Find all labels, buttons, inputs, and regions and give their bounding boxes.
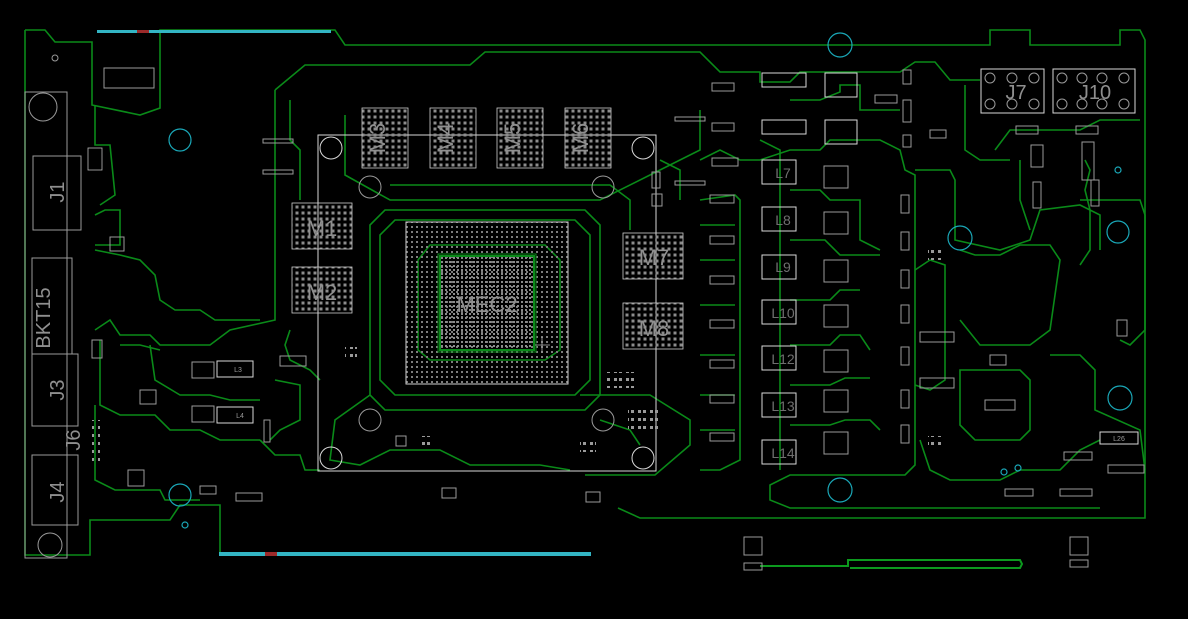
- io-bracket-strip: [24, 54, 68, 559]
- inductor-label: L10: [771, 305, 795, 321]
- bottom-small-parts: [743, 536, 1089, 571]
- inductor-label: L14: [771, 445, 795, 461]
- left-side-components: [91, 67, 601, 503]
- memory-chip-m4[interactable]: M4: [429, 107, 477, 169]
- inductor-l26[interactable]: L26: [1099, 431, 1139, 445]
- vrm-top-inductors: [761, 72, 858, 145]
- memory-chip-m8[interactable]: M8: [622, 302, 684, 350]
- connector-label: J10: [1079, 82, 1111, 104]
- inductor-label: L8: [775, 212, 791, 228]
- connector-j4[interactable]: J4: [31, 454, 79, 526]
- memory-chip-label: M6: [568, 123, 593, 154]
- connector-label: BKT15: [33, 287, 55, 348]
- memory-chip-m7[interactable]: M7: [622, 232, 684, 280]
- right-side-components: [262, 69, 1145, 497]
- inductor-label: L7: [775, 165, 791, 181]
- memory-chip-m1[interactable]: M1: [291, 202, 353, 250]
- via-patterns: [345, 250, 942, 452]
- memory-chip-label: M2: [307, 280, 338, 305]
- gpu-chip[interactable]: [405, 221, 569, 385]
- pcie-edge-connector-bottom[interactable]: [219, 552, 591, 556]
- inductor-l4[interactable]: L4: [216, 406, 254, 424]
- connector-label: J1: [47, 181, 69, 202]
- memory-chip-label: M8: [639, 316, 670, 341]
- memory-chip-label: M5: [500, 123, 525, 154]
- inductor-label: L3: [234, 367, 242, 374]
- memory-chip-m5[interactable]: M5: [496, 107, 544, 169]
- connector-j3[interactable]: J3: [31, 353, 79, 427]
- inductor-label: L9: [775, 259, 791, 275]
- inductor-label: L26: [1113, 436, 1125, 443]
- connector-j10[interactable]: J10: [1052, 68, 1136, 114]
- inductor-l8[interactable]: L8: [761, 206, 797, 232]
- memory-chip-label: M1: [307, 216, 338, 241]
- inductor-l10[interactable]: L10: [761, 299, 797, 325]
- connector-label: J3: [47, 379, 69, 400]
- connector-j7[interactable]: J7: [980, 68, 1045, 114]
- memory-chip-m2[interactable]: M2: [291, 266, 353, 314]
- connector-label: J6: [63, 429, 85, 450]
- connector-bkt15[interactable]: BKT15: [31, 257, 73, 355]
- memory-chip-m3[interactable]: M3: [361, 107, 409, 169]
- vrm-mosfet-clusters: [709, 82, 910, 455]
- inductor-l9[interactable]: L9: [761, 254, 797, 280]
- j6-pin-strip: [87, 147, 103, 465]
- inductor-l13[interactable]: L13: [761, 392, 797, 418]
- pcie-edge-connector-top[interactable]: [97, 30, 331, 33]
- inductor-label: L13: [771, 398, 795, 414]
- gpu-label: MEC2: [456, 292, 517, 317]
- connector-j1[interactable]: J1: [32, 155, 82, 231]
- memory-chip-label: M7: [639, 245, 670, 270]
- memory-chip-m6[interactable]: M6: [564, 107, 612, 169]
- connector-label: J4: [47, 481, 69, 502]
- inductor-label: L12: [771, 351, 795, 367]
- memory-chip-label: M4: [433, 123, 458, 154]
- inductor-l3[interactable]: L3: [216, 360, 254, 378]
- board-outline-traces: [24, 29, 1146, 556]
- inductor-l14[interactable]: L14: [761, 439, 797, 465]
- connector-label: J7: [1005, 82, 1026, 104]
- inductor-label: L4: [236, 413, 244, 420]
- memory-chip-label: M3: [365, 123, 390, 154]
- connector-j6[interactable]: J6: [63, 429, 85, 450]
- mount-holes: [168, 32, 1133, 529]
- inductor-l7[interactable]: L7: [761, 159, 797, 185]
- bottom-long-trace: [760, 559, 1024, 569]
- inductor-l12[interactable]: L12: [761, 345, 797, 371]
